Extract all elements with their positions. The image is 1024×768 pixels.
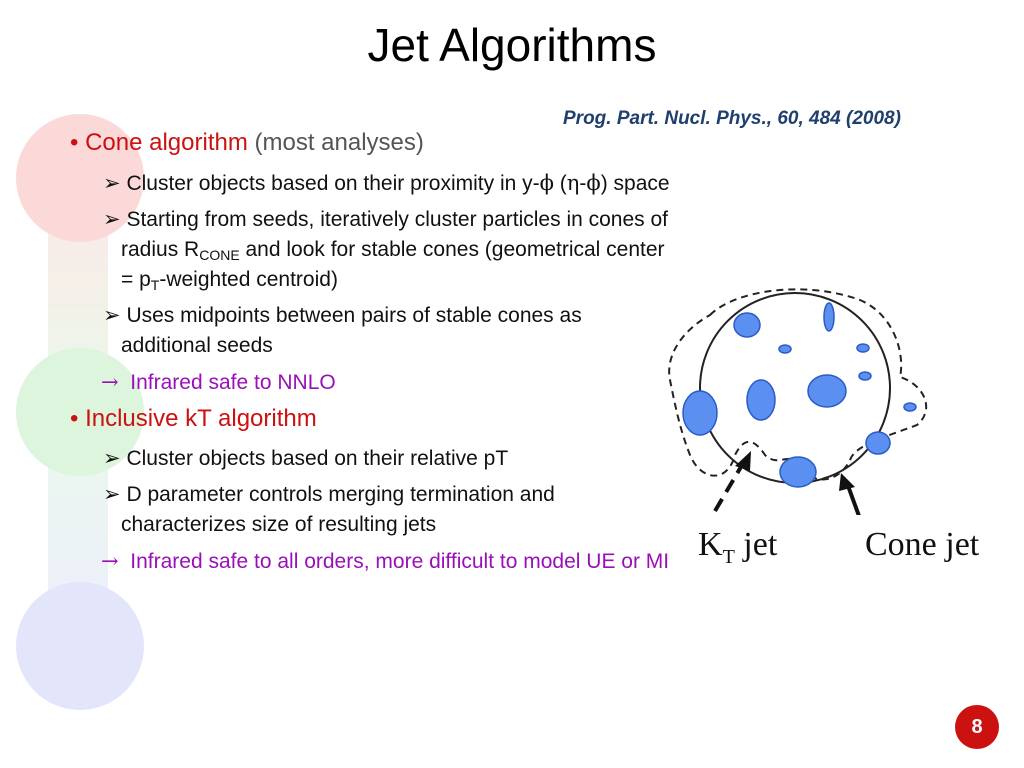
- kt-title: Inclusive kT algorithm: [85, 405, 317, 432]
- kt-jet-dashed-boundary: [668, 288, 928, 481]
- paren-open: (: [559, 172, 567, 195]
- cone-sub3: ➢ Uses midpoints between pairs of stable…: [103, 301, 670, 361]
- cone-sub4: → Infrared safe to NNLO: [101, 367, 670, 398]
- particle: [903, 402, 917, 412]
- right-arrow-marker: →: [101, 370, 119, 394]
- particle: [779, 456, 817, 488]
- jet-diagram: [668, 288, 928, 515]
- kt-label-suffix: jet: [734, 526, 778, 563]
- cone-sub2-text-c: -weighted centroid): [159, 268, 338, 291]
- cone-sub2-text-a: Starting from seeds, iteratively cluster…: [121, 208, 669, 261]
- cone-note: (most analyses): [254, 129, 424, 156]
- deco-circle-green: [16, 348, 144, 476]
- kt-sub2: ➢ D parameter controls merging terminati…: [103, 480, 670, 540]
- cone-sub3-text: Uses midpoints between pairs of stable c…: [121, 304, 582, 357]
- particle: [856, 343, 870, 353]
- bullet-list: • Cone algorithm (most analyses) ➢ Clust…: [70, 128, 670, 583]
- kt-sub3: → Infrared safe to all orders, more diff…: [101, 546, 670, 577]
- arrowhead-marker: ➢: [103, 483, 121, 506]
- particle: [865, 431, 891, 455]
- cone-sub2-text-b: and look for stable cones (geometrical c…: [121, 238, 665, 291]
- particle: [823, 302, 835, 332]
- cone-sub2: ➢ Starting from seeds, iteratively clust…: [103, 205, 670, 295]
- bullet-kt: • Inclusive kT algorithm: [70, 404, 670, 434]
- cone-sub1-text-b: ) space: [600, 172, 670, 195]
- particle: [778, 344, 792, 354]
- arrowhead-marker: ➢: [103, 304, 121, 327]
- cone-jet-circle: [699, 292, 891, 484]
- arrowhead-marker: ➢: [103, 208, 121, 231]
- citation: Prog. Part. Nucl. Phys., 60, 484 (2008): [563, 108, 901, 129]
- cone-title: Cone algorithm: [85, 129, 248, 156]
- deco-circle-red: [16, 114, 144, 242]
- arrowhead-marker: ➢: [103, 447, 121, 470]
- phi-symbol: ϕ: [586, 171, 601, 195]
- arrowhead-marker: ➢: [103, 172, 121, 195]
- cone-jet-arrow: [839, 473, 861, 515]
- right-arrow-marker: →: [101, 549, 119, 573]
- kt-jet-arrow: [713, 451, 751, 513]
- cone-sub1: ➢ Cluster objects based on their proximi…: [103, 168, 670, 199]
- cone-sub1-text-a: Cluster objects based on their proximity…: [126, 172, 540, 195]
- eta-symbol: η: [566, 171, 580, 195]
- particle: [746, 379, 776, 421]
- bullet-cone: • Cone algorithm (most analyses): [70, 128, 670, 158]
- particle: [682, 390, 718, 436]
- deco-circle-blue: [16, 582, 144, 710]
- bullet-marker: •: [70, 405, 79, 432]
- kt-sub1: ➢ Cluster objects based on their relativ…: [103, 444, 670, 474]
- kt-label-k: K: [698, 526, 723, 563]
- bullet-marker: •: [70, 129, 79, 156]
- kt-label-sub: T: [722, 546, 735, 568]
- particle: [807, 374, 847, 408]
- kt-sub2-text: D parameter controls merging termination…: [121, 483, 555, 536]
- kt-jet-label: KT jet: [698, 526, 778, 567]
- kt-sub3-text: Infrared safe to all orders, more diffic…: [130, 550, 670, 573]
- phi-symbol: ϕ: [539, 171, 554, 195]
- cone-sub4-text: Infrared safe to NNLO: [130, 371, 336, 394]
- subscript-cone: CONE: [199, 247, 240, 263]
- particle: [858, 371, 872, 381]
- dash: -: [579, 172, 587, 195]
- particle: [733, 312, 761, 338]
- kt-sub1-text: Cluster objects based on their relative …: [126, 447, 509, 470]
- subscript-t: T: [150, 277, 160, 293]
- slide-title: Jet Algorithms: [367, 19, 657, 71]
- cone-jet-label: Cone jet: [865, 526, 980, 563]
- page-number-badge: 8: [955, 705, 999, 749]
